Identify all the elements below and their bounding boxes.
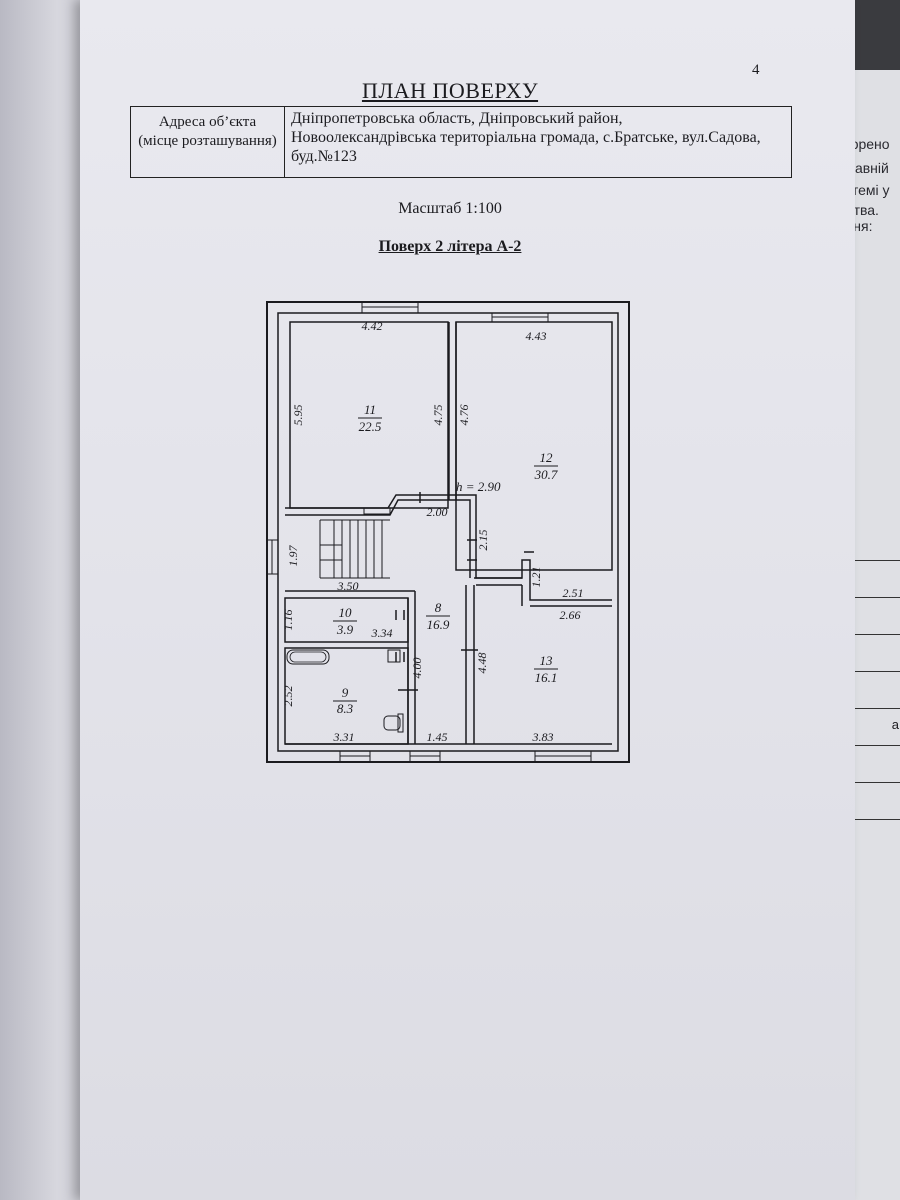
room-8-number: 8: [435, 600, 442, 615]
bathtub-icon: [286, 649, 330, 665]
room-8-area: 16.9: [427, 617, 450, 632]
window-icon: [266, 301, 592, 763]
dim-3-31: 3.31: [333, 730, 355, 744]
dim-3-83: 3.83: [532, 730, 554, 744]
page-number: 4: [752, 62, 760, 78]
dim-4-42: 4.42: [362, 319, 383, 333]
address-label: Адреса об’єкта: [158, 114, 257, 130]
sink-icon: [387, 649, 401, 663]
scale-label: Масштаб 1:100: [398, 200, 502, 217]
address-table: Адреса об’єкта (місце розташування) Дніп…: [130, 106, 792, 178]
outer-wall-inner: [277, 312, 619, 752]
room-9-area: 8.3: [337, 701, 354, 716]
dim-4-75: 4.75: [431, 405, 445, 426]
address-line-1: Дніпропетровська область, Дніпровський р…: [291, 110, 623, 127]
background-left-page: [0, 0, 95, 1200]
dim-1-97: 1.97: [286, 545, 300, 567]
toilet-icon: [383, 715, 401, 731]
background-table-letter: а: [891, 717, 899, 732]
dim-2-00: 2.00: [427, 505, 448, 519]
dim-2-66: 2.66: [560, 608, 581, 622]
dim-2-51: 2.51: [563, 586, 584, 600]
outer-wall-outer: [266, 301, 630, 763]
dim-3-34: 3.34: [371, 626, 393, 640]
address-label-sub: (місце розташування): [138, 133, 277, 149]
page-title: ПЛАН ПОВЕРХУ: [361, 78, 539, 103]
room-13-area: 16.1: [535, 670, 558, 685]
dim-4-43: 4.43: [526, 329, 547, 343]
dim-4-48: 4.48: [475, 653, 489, 674]
dim-1-45: 1.45: [427, 730, 448, 744]
room-10-number: 10: [339, 605, 353, 620]
floor-title: Поверх 2 літера А-2: [378, 238, 522, 255]
document-sheet: [80, 0, 855, 1200]
dim-5-95: 5.95: [291, 405, 305, 426]
dim-4-00: 4.00: [410, 658, 424, 679]
room-12-area: 30.7: [534, 467, 558, 482]
dim-1-16: 1.16: [281, 610, 295, 631]
room-13-number: 13: [540, 653, 554, 668]
address-label-cell: Адреса об’єкта (місце розташування): [131, 107, 285, 177]
dim-3-50: 3.50: [337, 579, 359, 593]
address-value-cell: Дніпропетровська область, Дніпровський р…: [285, 107, 791, 177]
dim-2-15: 2.15: [476, 530, 490, 551]
room-12-number: 12: [540, 450, 554, 465]
ceiling-height: h = 2.90: [456, 479, 501, 494]
dim-1-21: 1.21: [529, 567, 543, 588]
room-11-area: 22.5: [359, 419, 382, 434]
address-line-3: буд.№123: [291, 148, 357, 165]
address-line-2: Новоолександрівська територіальна громад…: [291, 129, 761, 146]
room-9-number: 9: [342, 685, 349, 700]
dim-4-76: 4.76: [457, 405, 471, 426]
room-10-area: 3.9: [336, 622, 354, 637]
dim-2-52: 2.52: [281, 686, 295, 707]
room-11-number: 11: [364, 402, 376, 417]
